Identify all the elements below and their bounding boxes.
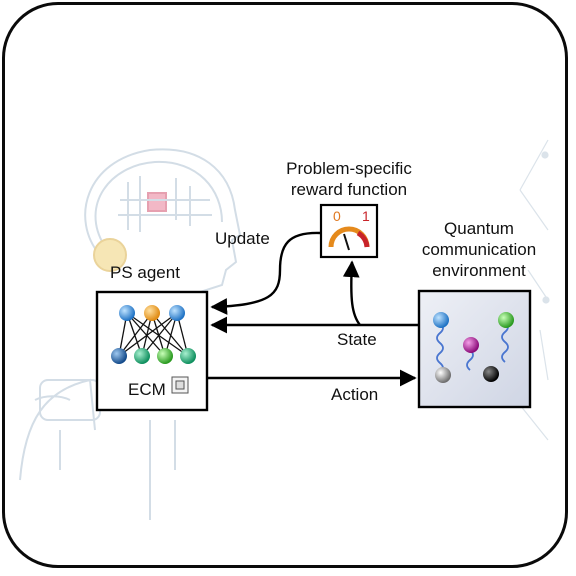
env-title-line-2: communication — [421, 240, 537, 259]
state-to-reward-arrow — [342, 260, 361, 326]
qubit-blue — [433, 312, 449, 328]
ecm-node-bottom-2 — [134, 348, 150, 364]
env-title-line-3: environment — [432, 261, 526, 280]
ecm-node-bottom-1 — [111, 348, 127, 364]
reward-gauge-icon — [319, 203, 379, 259]
ecm-label: ECM — [128, 380, 166, 399]
chip-icon — [171, 376, 189, 394]
qubit-green — [498, 312, 514, 328]
qubit-links — [436, 321, 509, 374]
qubit-spheres — [433, 312, 514, 383]
ps-agent-label: PS agent — [110, 263, 180, 282]
reward-title-line-1: Problem-specific — [286, 159, 412, 178]
ecm-node-bottom-3 — [157, 348, 173, 364]
action-label: Action — [331, 385, 379, 404]
qubit-magenta — [463, 337, 479, 353]
qubit-black — [483, 366, 499, 382]
gauge-min-label: 0 — [333, 208, 341, 224]
ecm-node-top-3 — [169, 305, 185, 321]
ecm-node-top-1 — [119, 305, 135, 321]
ecm-node-bottom-4 — [180, 348, 196, 364]
robot-head-background-art — [19, 148, 242, 520]
reward-function-title: Problem-specific reward function — [274, 158, 424, 200]
network-background-art — [499, 139, 550, 441]
ecm-node-top-2 — [144, 305, 160, 321]
env-title-line-1: Quantum — [444, 219, 514, 238]
state-label: State — [337, 330, 377, 349]
update-label: Update — [215, 229, 270, 248]
update-arrow — [210, 231, 321, 315]
gauge-max-label: 1 — [362, 208, 370, 224]
qubit-gray — [435, 367, 451, 383]
environment-title: Quantum communication environment — [414, 218, 544, 281]
outer-frame — [2, 2, 568, 568]
reward-title-line-2: reward function — [290, 180, 408, 199]
ecm-network-nodes — [111, 305, 196, 364]
